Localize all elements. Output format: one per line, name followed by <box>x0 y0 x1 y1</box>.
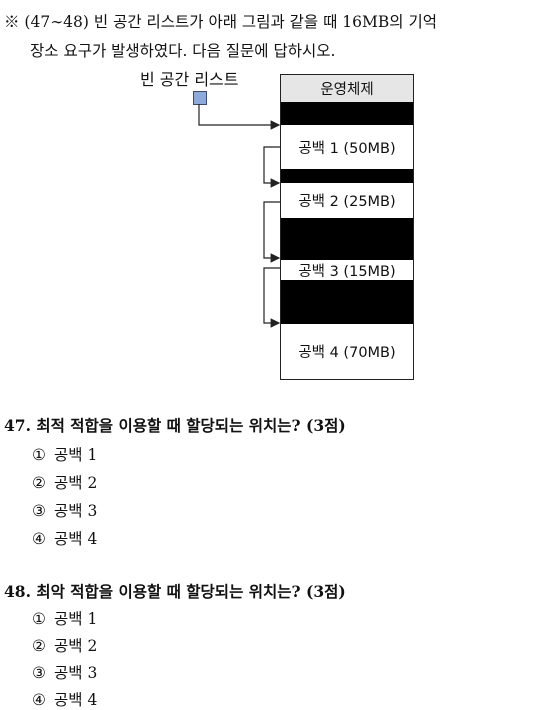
option-mark: ① <box>32 446 46 464</box>
question-47-title: 47. 최적 적합을 이용할 때 할당되는 위치는? (3점) <box>4 416 346 435</box>
option-text: 공백 1 <box>54 446 98 464</box>
option-mark: ② <box>32 637 46 655</box>
arrow-hole2-to-hole3 <box>263 201 281 263</box>
question-47-option-3[interactable]: ③ 공백 3 <box>32 499 97 521</box>
intro-line-2: 장소 요구가 발생하였다. 다음 질문에 답하시오. <box>30 42 336 60</box>
intro-line-1: ※ (47∼48) 빈 공간 리스트가 아래 그림과 같을 때 16MB의 기억 <box>4 13 437 31</box>
memory-map: 운영체제 공백 1 (50MB) 공백 2 (25MB) 공백 3 (15MB)… <box>280 74 414 380</box>
question-47-option-1[interactable]: ① 공백 1 <box>32 443 97 465</box>
option-mark: ③ <box>32 664 46 682</box>
os-block: 운영체제 <box>281 75 413 102</box>
question-48-option-4[interactable]: ④ 공백 4 <box>32 688 97 710</box>
memory-diagram: 빈 공간 리스트 운영체제 공백 1 (50MB) 공백 2 (25MB) 공백… <box>140 70 414 380</box>
question-47-option-2[interactable]: ② 공백 2 <box>32 471 97 493</box>
option-text: 공백 4 <box>54 691 98 709</box>
question-48-title: 48. 최악 적합을 이용할 때 할당되는 위치는? (3점) <box>4 582 346 601</box>
hole-3: 공백 3 (15MB) <box>281 260 413 280</box>
question-48-option-2[interactable]: ② 공백 2 <box>32 634 97 656</box>
used-block <box>281 169 413 183</box>
free-list-head-icon <box>193 91 207 105</box>
question-48-option-1[interactable]: ① 공백 1 <box>32 607 97 629</box>
free-list-label: 빈 공간 리스트 <box>140 70 239 89</box>
used-block <box>281 280 413 324</box>
arrow-hole1-to-hole2 <box>263 146 281 188</box>
question-47-option-4[interactable]: ④ 공백 4 <box>32 527 97 549</box>
option-mark: ④ <box>32 691 46 709</box>
hole-1: 공백 1 (50MB) <box>281 125 413 169</box>
option-mark: ④ <box>32 530 46 548</box>
option-text: 공백 1 <box>54 610 98 628</box>
option-text: 공백 4 <box>54 530 98 548</box>
option-text: 공백 3 <box>54 664 98 682</box>
hole-4: 공백 4 (70MB) <box>281 324 413 379</box>
option-mark: ② <box>32 474 46 492</box>
hole-2: 공백 2 (25MB) <box>281 183 413 218</box>
used-block <box>281 218 413 260</box>
free-list-arrows <box>198 104 281 328</box>
arrow-head-to-hole1 <box>198 104 281 130</box>
option-text: 공백 3 <box>54 502 98 520</box>
problem-intro: ※ (47∼48) 빈 공간 리스트가 아래 그림과 같을 때 16MB의 기억… <box>4 8 540 66</box>
option-text: 공백 2 <box>54 637 98 655</box>
used-block <box>281 102 413 125</box>
option-mark: ① <box>32 610 46 628</box>
arrow-hole3-to-hole4 <box>263 267 281 328</box>
question-48-option-3[interactable]: ③ 공백 3 <box>32 661 97 683</box>
option-mark: ③ <box>32 502 46 520</box>
option-text: 공백 2 <box>54 474 98 492</box>
